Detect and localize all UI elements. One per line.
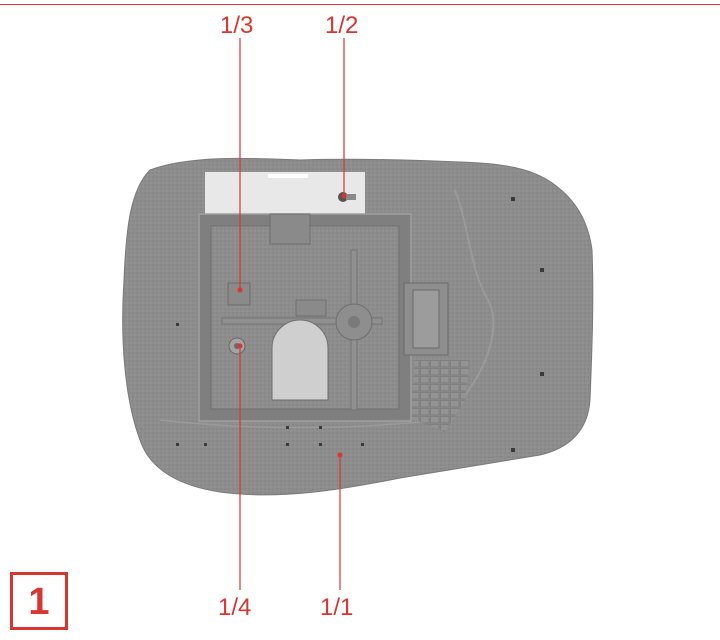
callout-1-2: 1/2: [325, 12, 359, 39]
callout-1-4: 1/4: [218, 594, 252, 621]
callout-1-1: 1/1: [320, 594, 354, 621]
header-rule: [0, 4, 720, 5]
callout-1-3: 1/3: [220, 12, 254, 39]
step-number-box: 1: [10, 572, 68, 630]
step-number: 1: [28, 581, 50, 623]
